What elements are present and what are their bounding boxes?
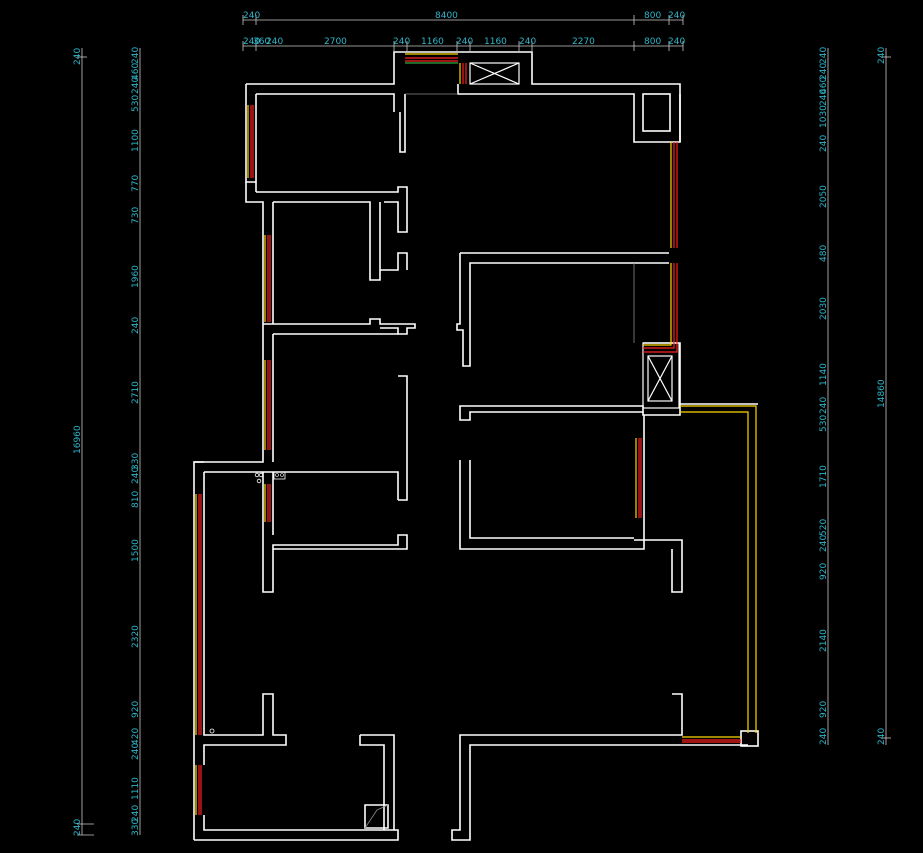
- top-dim-2-8: 240: [519, 37, 536, 47]
- left-seg-17: 420: [131, 728, 141, 745]
- right-seg-13: 240: [819, 535, 829, 552]
- right-total-dim: 14860: [877, 379, 887, 408]
- left-seg-14: 1500: [131, 539, 141, 562]
- left-seg-4: 530: [131, 95, 141, 112]
- top-dim-1-3: 240: [668, 11, 685, 21]
- left-seg-20: 240: [131, 805, 141, 822]
- window-left-long: [195, 494, 202, 735]
- left-seg-15: 2320: [131, 625, 141, 648]
- window-left-2: [264, 235, 271, 322]
- top-dim-2-10: 800: [644, 37, 661, 47]
- right-seg-5: 240: [819, 135, 829, 152]
- top-dim-1-0: 240: [243, 11, 260, 21]
- top-dim-2-2: 240: [266, 37, 283, 47]
- left-top-small-dim: 240: [73, 48, 83, 65]
- window-top-small: [459, 63, 467, 84]
- right-dimension-segments: 240 240 460 240 1030 240 2050 480 2030 1…: [819, 47, 829, 745]
- top-dim-1-2: 800: [644, 11, 661, 21]
- window-top: [405, 53, 458, 64]
- right-seg-14: 520: [819, 519, 829, 536]
- left-seg-18: 240: [131, 743, 141, 760]
- walls: [193, 51, 759, 841]
- right-seg-12: 1710: [819, 465, 829, 488]
- right-seg-9: 1140: [819, 363, 829, 386]
- windows: [195, 53, 757, 815]
- window-right-balcony: [680, 405, 757, 743]
- window-left-bottom: [195, 765, 202, 815]
- left-dimension-total: 16960 240 240: [73, 48, 94, 836]
- top-dim-2-7: 1160: [484, 37, 507, 47]
- top-dim-2-5: 1160: [421, 37, 444, 47]
- left-total-dim: 16960: [73, 425, 83, 454]
- right-seg-4: 1030: [819, 105, 829, 128]
- left-seg-8: 1960: [131, 265, 141, 288]
- left-seg-12: 240: [131, 467, 141, 484]
- left-seg-10: 2710: [131, 381, 141, 404]
- window-right-2: [643, 263, 678, 353]
- left-seg-21: 330: [131, 819, 141, 836]
- right-dimension-total: 14860 240 240: [877, 47, 891, 745]
- left-seg-2: 460: [131, 63, 141, 80]
- right-seg-15: 920: [819, 563, 829, 580]
- left-seg-6: 770: [131, 175, 141, 192]
- right-seg-10: 240: [819, 397, 829, 414]
- right-top-small-dim: 240: [877, 47, 887, 64]
- left-dimension-segments: 240 460 240 530 1100 770 730 1960 240 27…: [131, 47, 141, 836]
- window-left-3: [264, 360, 271, 450]
- right-seg-17: 920: [819, 701, 829, 718]
- right-seg-11: 530: [819, 415, 829, 432]
- top-dim-2-9: 2270: [572, 37, 595, 47]
- right-seg-2: 460: [819, 77, 829, 94]
- top-dim-2-11: 240: [668, 37, 685, 47]
- left-seg-7: 730: [131, 207, 141, 224]
- left-seg-5: 1100: [131, 129, 141, 152]
- top-dimension-row-1: 240 8400 800 240: [242, 11, 685, 25]
- right-seg-18: 240: [819, 728, 829, 745]
- window-right-3: [635, 438, 642, 518]
- left-seg-1: 240: [131, 47, 141, 64]
- top-dimension-row-2: 240 360 240 2700 240 1160 240 1160 240 2…: [242, 37, 685, 51]
- top-dim-2-1: 360: [253, 37, 270, 47]
- top-dim-2-3: 2700: [324, 37, 347, 47]
- left-seg-13: 810: [131, 491, 141, 508]
- window-left-4: [264, 484, 271, 522]
- top-dim-2-6: 240: [456, 37, 473, 47]
- window-right-1: [670, 142, 678, 248]
- top-dim-2-4: 240: [393, 37, 410, 47]
- right-seg-3: 240: [819, 89, 829, 106]
- right-seg-0: 240: [819, 47, 829, 64]
- right-seg-8: 2030: [819, 297, 829, 320]
- top-dim-2-0: 240: [243, 37, 260, 47]
- right-seg-16: 2140: [819, 629, 829, 652]
- left-seg-16: 920: [131, 701, 141, 718]
- window-left-1: [247, 105, 254, 178]
- right-seg-1: 240: [819, 63, 829, 80]
- right-seg-6: 2050: [819, 185, 829, 208]
- left-seg-19: 1110: [131, 777, 141, 800]
- right-seg-7: 480: [819, 245, 829, 262]
- left-bottom-small-dim: 240: [73, 819, 83, 836]
- top-dim-1-1: 8400: [435, 11, 458, 21]
- left-seg-3: 240: [131, 77, 141, 94]
- left-seg-9: 240: [131, 317, 141, 334]
- left-seg-11: 330: [131, 453, 141, 470]
- right-bottom-small-dim: 240: [877, 728, 887, 745]
